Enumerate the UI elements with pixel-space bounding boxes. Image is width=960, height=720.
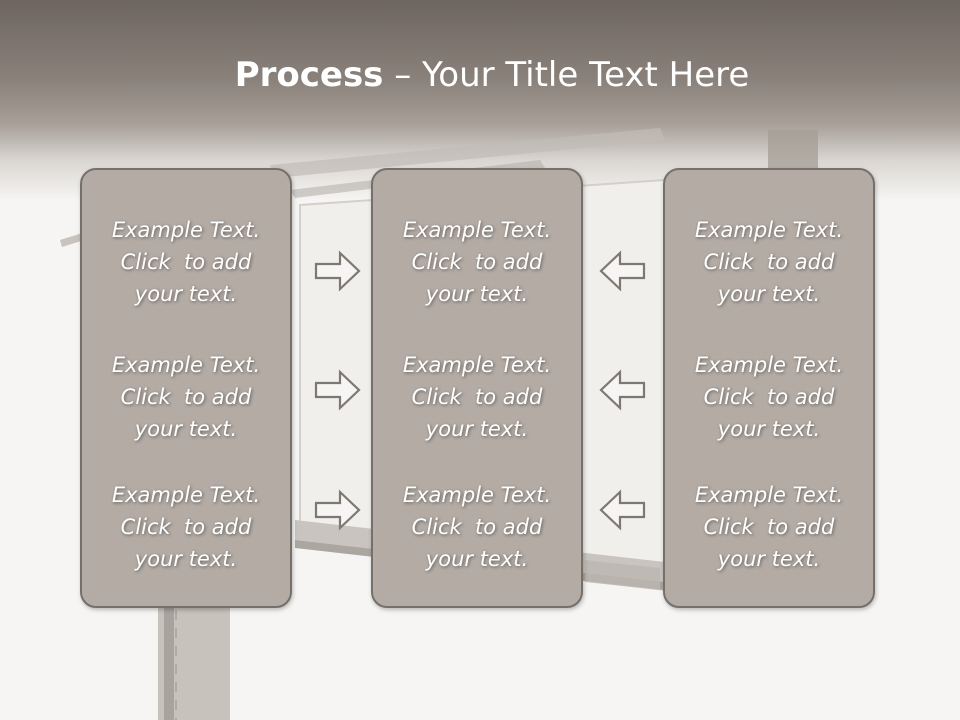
text-column-right[interactable]: Example Text. Click to add your text. Ex… bbox=[663, 168, 875, 608]
text-line: Click to add bbox=[703, 515, 835, 539]
text-block[interactable]: Example Text. Click to add your text. bbox=[82, 349, 290, 445]
text-line: Example Text. bbox=[694, 483, 844, 507]
arrow-right-icon bbox=[313, 250, 363, 292]
text-line: Click to add bbox=[411, 515, 543, 539]
text-block[interactable]: Example Text. Click to add your text. bbox=[665, 349, 873, 445]
text-line: your text. bbox=[717, 547, 821, 571]
text-line: your text. bbox=[134, 417, 238, 441]
text-line: Click to add bbox=[120, 515, 252, 539]
text-block[interactable]: Example Text. Click to add your text. bbox=[373, 214, 581, 310]
text-line: Click to add bbox=[411, 250, 543, 274]
title-bold-part: Process bbox=[234, 55, 384, 95]
title-rest-part: – Your Title Text Here bbox=[383, 55, 750, 95]
text-line: Example Text. bbox=[694, 218, 844, 242]
text-line: Click to add bbox=[703, 385, 835, 409]
text-column-center[interactable]: Example Text. Click to add your text. Ex… bbox=[371, 168, 583, 608]
text-line: Example Text. bbox=[402, 353, 552, 377]
arrow-left-icon bbox=[597, 489, 647, 531]
text-line: your text. bbox=[134, 547, 238, 571]
text-line: your text. bbox=[425, 547, 529, 571]
text-line: Click to add bbox=[120, 385, 252, 409]
text-block[interactable]: Example Text. Click to add your text. bbox=[82, 479, 290, 575]
text-line: Example Text. bbox=[111, 353, 261, 377]
text-block[interactable]: Example Text. Click to add your text. bbox=[665, 214, 873, 310]
text-line: Click to add bbox=[411, 385, 543, 409]
slide-title[interactable]: Process – Your Title Text Here bbox=[0, 52, 960, 98]
text-line: Example Text. bbox=[402, 218, 552, 242]
text-line: Click to add bbox=[703, 250, 835, 274]
arrow-left-icon bbox=[597, 369, 647, 411]
text-column-left[interactable]: Example Text. Click to add your text. Ex… bbox=[80, 168, 292, 608]
text-line: your text. bbox=[134, 282, 238, 306]
arrow-left-icon bbox=[597, 250, 647, 292]
text-block[interactable]: Example Text. Click to add your text. bbox=[373, 349, 581, 445]
text-line: your text. bbox=[717, 282, 821, 306]
text-line: Example Text. bbox=[111, 483, 261, 507]
text-line: your text. bbox=[425, 282, 529, 306]
arrow-right-icon bbox=[313, 489, 363, 531]
text-line: your text. bbox=[425, 417, 529, 441]
text-line: Example Text. bbox=[402, 483, 552, 507]
text-line: your text. bbox=[717, 417, 821, 441]
text-block[interactable]: Example Text. Click to add your text. bbox=[373, 479, 581, 575]
arrow-right-icon bbox=[313, 369, 363, 411]
text-line: Click to add bbox=[120, 250, 252, 274]
text-line: Example Text. bbox=[111, 218, 261, 242]
text-block[interactable]: Example Text. Click to add your text. bbox=[665, 479, 873, 575]
text-block[interactable]: Example Text. Click to add your text. bbox=[82, 214, 290, 310]
text-line: Example Text. bbox=[694, 353, 844, 377]
